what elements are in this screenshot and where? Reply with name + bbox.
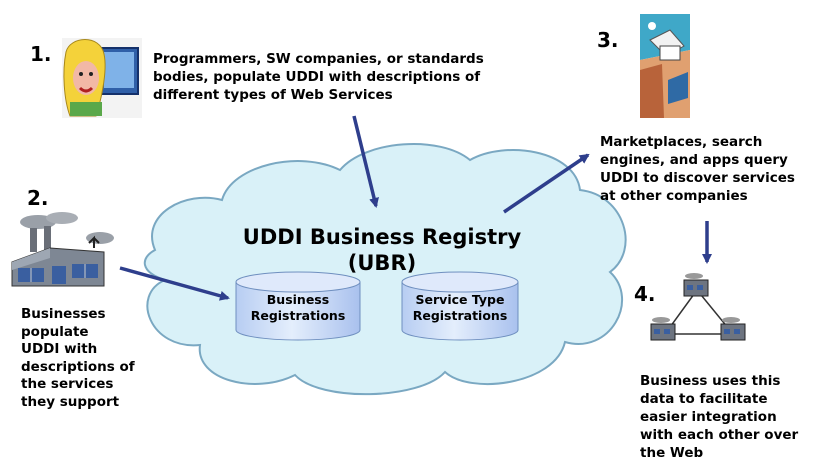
db1-line: Registrations bbox=[250, 308, 346, 323]
step-4-number: 4. bbox=[634, 282, 656, 306]
step-4-line: data to facilitate bbox=[640, 391, 768, 407]
step-1-line: Programmers, SW companies, or standards bbox=[153, 51, 484, 67]
step-2-number: 2. bbox=[27, 186, 49, 210]
step-1-line: bodies, populate UDDI with descriptions … bbox=[153, 69, 481, 85]
db1-line: Business bbox=[266, 292, 330, 307]
step-3-line: engines, and apps query bbox=[600, 152, 788, 168]
business-registrations-label: Business Registrations bbox=[236, 292, 360, 324]
marketplace-clipart-icon bbox=[636, 12, 694, 120]
arrow-step2-to-registry bbox=[119, 266, 230, 301]
step-3-description: Marketplaces, search engines, and apps q… bbox=[600, 133, 795, 205]
step-3-line: Marketplaces, search bbox=[600, 134, 763, 150]
step-2-line: populate bbox=[21, 323, 89, 340]
step-1-description: Programmers, SW companies, or standards … bbox=[153, 50, 484, 104]
business-registrations-database bbox=[235, 271, 361, 341]
step-3-number: 3. bbox=[597, 28, 619, 52]
step-3-line: UDDI to discover services bbox=[600, 170, 795, 186]
registry-title: UDDI Business Registry (UBR) bbox=[232, 224, 532, 276]
step-4-line: with each other over bbox=[640, 427, 799, 443]
step-2-line: they support bbox=[21, 393, 120, 410]
step-4-line: easier integration bbox=[640, 409, 777, 425]
arrow-step1-to-registry bbox=[352, 115, 379, 208]
arrow-registry-to-step3 bbox=[503, 153, 590, 214]
step-2-line: the services bbox=[21, 376, 114, 392]
factory-icon bbox=[11, 212, 114, 287]
db2-line: Registrations bbox=[412, 308, 508, 323]
registry-title-line2: (UBR) bbox=[347, 251, 417, 275]
step-4-line: the Web bbox=[640, 445, 704, 461]
step-2-description: Businesses populate UDDI with descriptio… bbox=[21, 306, 135, 411]
network-triangle-icon bbox=[650, 273, 746, 341]
step-4-description: Business uses this data to facilitate ea… bbox=[640, 372, 798, 462]
step-2-line: descriptions of bbox=[21, 358, 135, 375]
step-1-number: 1. bbox=[30, 42, 52, 66]
step-1-line: different types of Web Services bbox=[153, 87, 393, 103]
step-4-line: Business uses this bbox=[640, 373, 781, 389]
registry-title-line1: UDDI Business Registry bbox=[242, 225, 522, 249]
step-3-line: at other companies bbox=[600, 188, 748, 204]
step-2-line: UDDI with bbox=[21, 341, 98, 357]
step-2-line: Businesses bbox=[21, 306, 106, 322]
service-type-registrations-label: Service Type Registrations bbox=[402, 292, 518, 324]
service-type-registrations-database bbox=[401, 271, 519, 341]
db2-line: Service Type bbox=[415, 292, 505, 307]
programmer-clipart-icon bbox=[62, 38, 142, 118]
